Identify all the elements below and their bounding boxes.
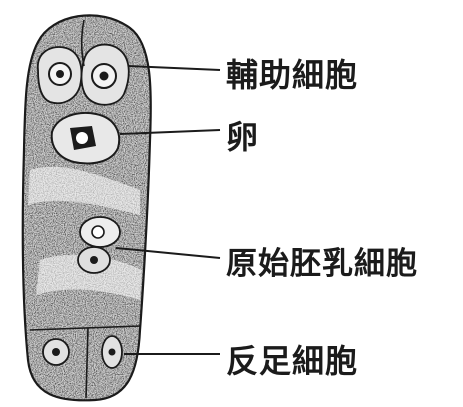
label-egg: 卵 [226, 112, 259, 158]
label-synergid: 輔助細胞 [226, 50, 358, 96]
egg-cell [52, 113, 119, 163]
synergid-cell-right [82, 45, 129, 105]
label-polar-nuclei: 原始胚乳細胞 [226, 238, 418, 283]
label-antipodal: 反足細胞 [226, 336, 358, 382]
synergid-cell-left [38, 47, 82, 103]
